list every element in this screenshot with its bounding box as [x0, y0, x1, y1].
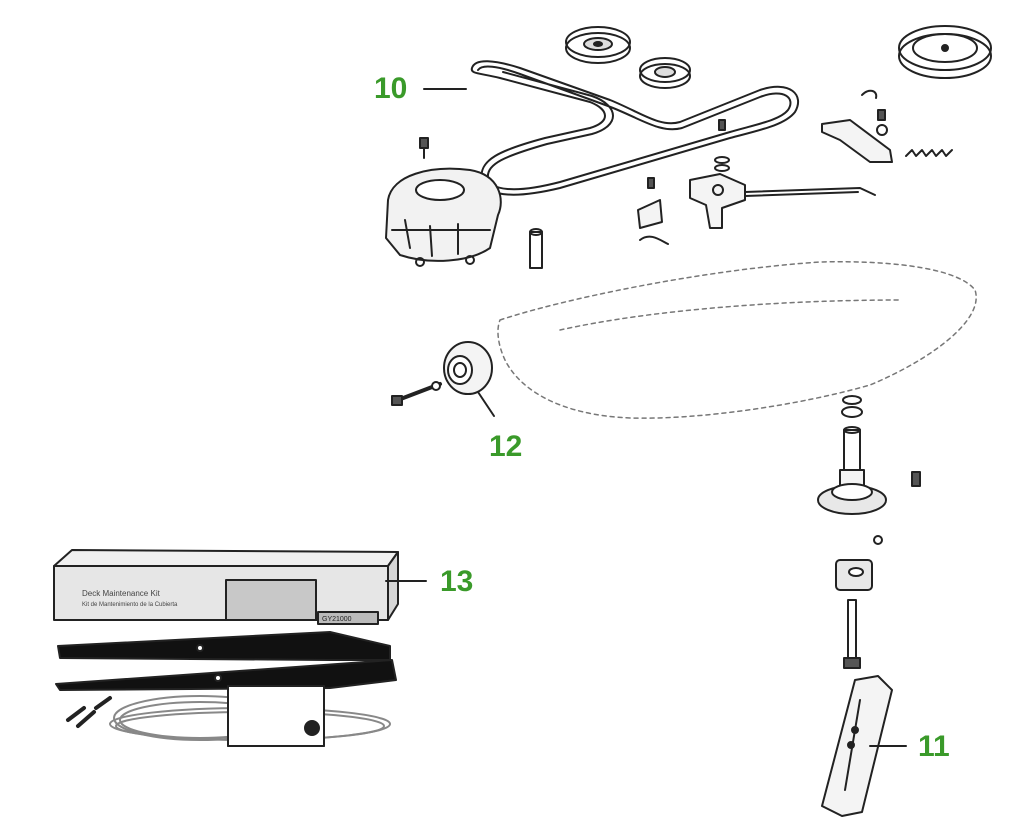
idler-pulley-12: [443, 341, 493, 395]
leader-lines: [385, 88, 907, 747]
callout-12: 12: [489, 430, 523, 463]
tension-bracket-right: [821, 89, 893, 163]
kit-box-subtitle: Kit de Mantenimiento de la Cubierta: [82, 602, 178, 608]
idler-bolt: [391, 381, 442, 406]
mower-blade: [821, 675, 893, 817]
spacer-pin: [529, 228, 543, 269]
leader-line-12: [477, 391, 495, 417]
callout-11: 11: [918, 730, 950, 763]
bracket-small-left: [637, 177, 663, 229]
kit-part-number: GY21000: [322, 616, 352, 623]
drive-belt: [470, 60, 800, 196]
belt-guard-housing: [385, 167, 502, 267]
idler-arm-bracket: [689, 173, 876, 229]
mower-deck: [497, 261, 977, 419]
spindle-assembly: [817, 395, 921, 669]
drive-pulley: [565, 26, 631, 64]
callout-10: 10: [374, 72, 408, 105]
callout-13: 13: [440, 565, 474, 598]
idler-pulley-top: [639, 57, 691, 89]
bolt-small-1: [419, 137, 429, 159]
kit-box-title: Deck Maintenance Kit: [82, 589, 161, 598]
tension-spring: [905, 149, 953, 157]
washers-stack: [714, 119, 730, 172]
hairpin-clip: [639, 235, 669, 245]
spindle-pulley-top-right: [898, 25, 992, 79]
deck-maintenance-kit: [53, 549, 399, 747]
